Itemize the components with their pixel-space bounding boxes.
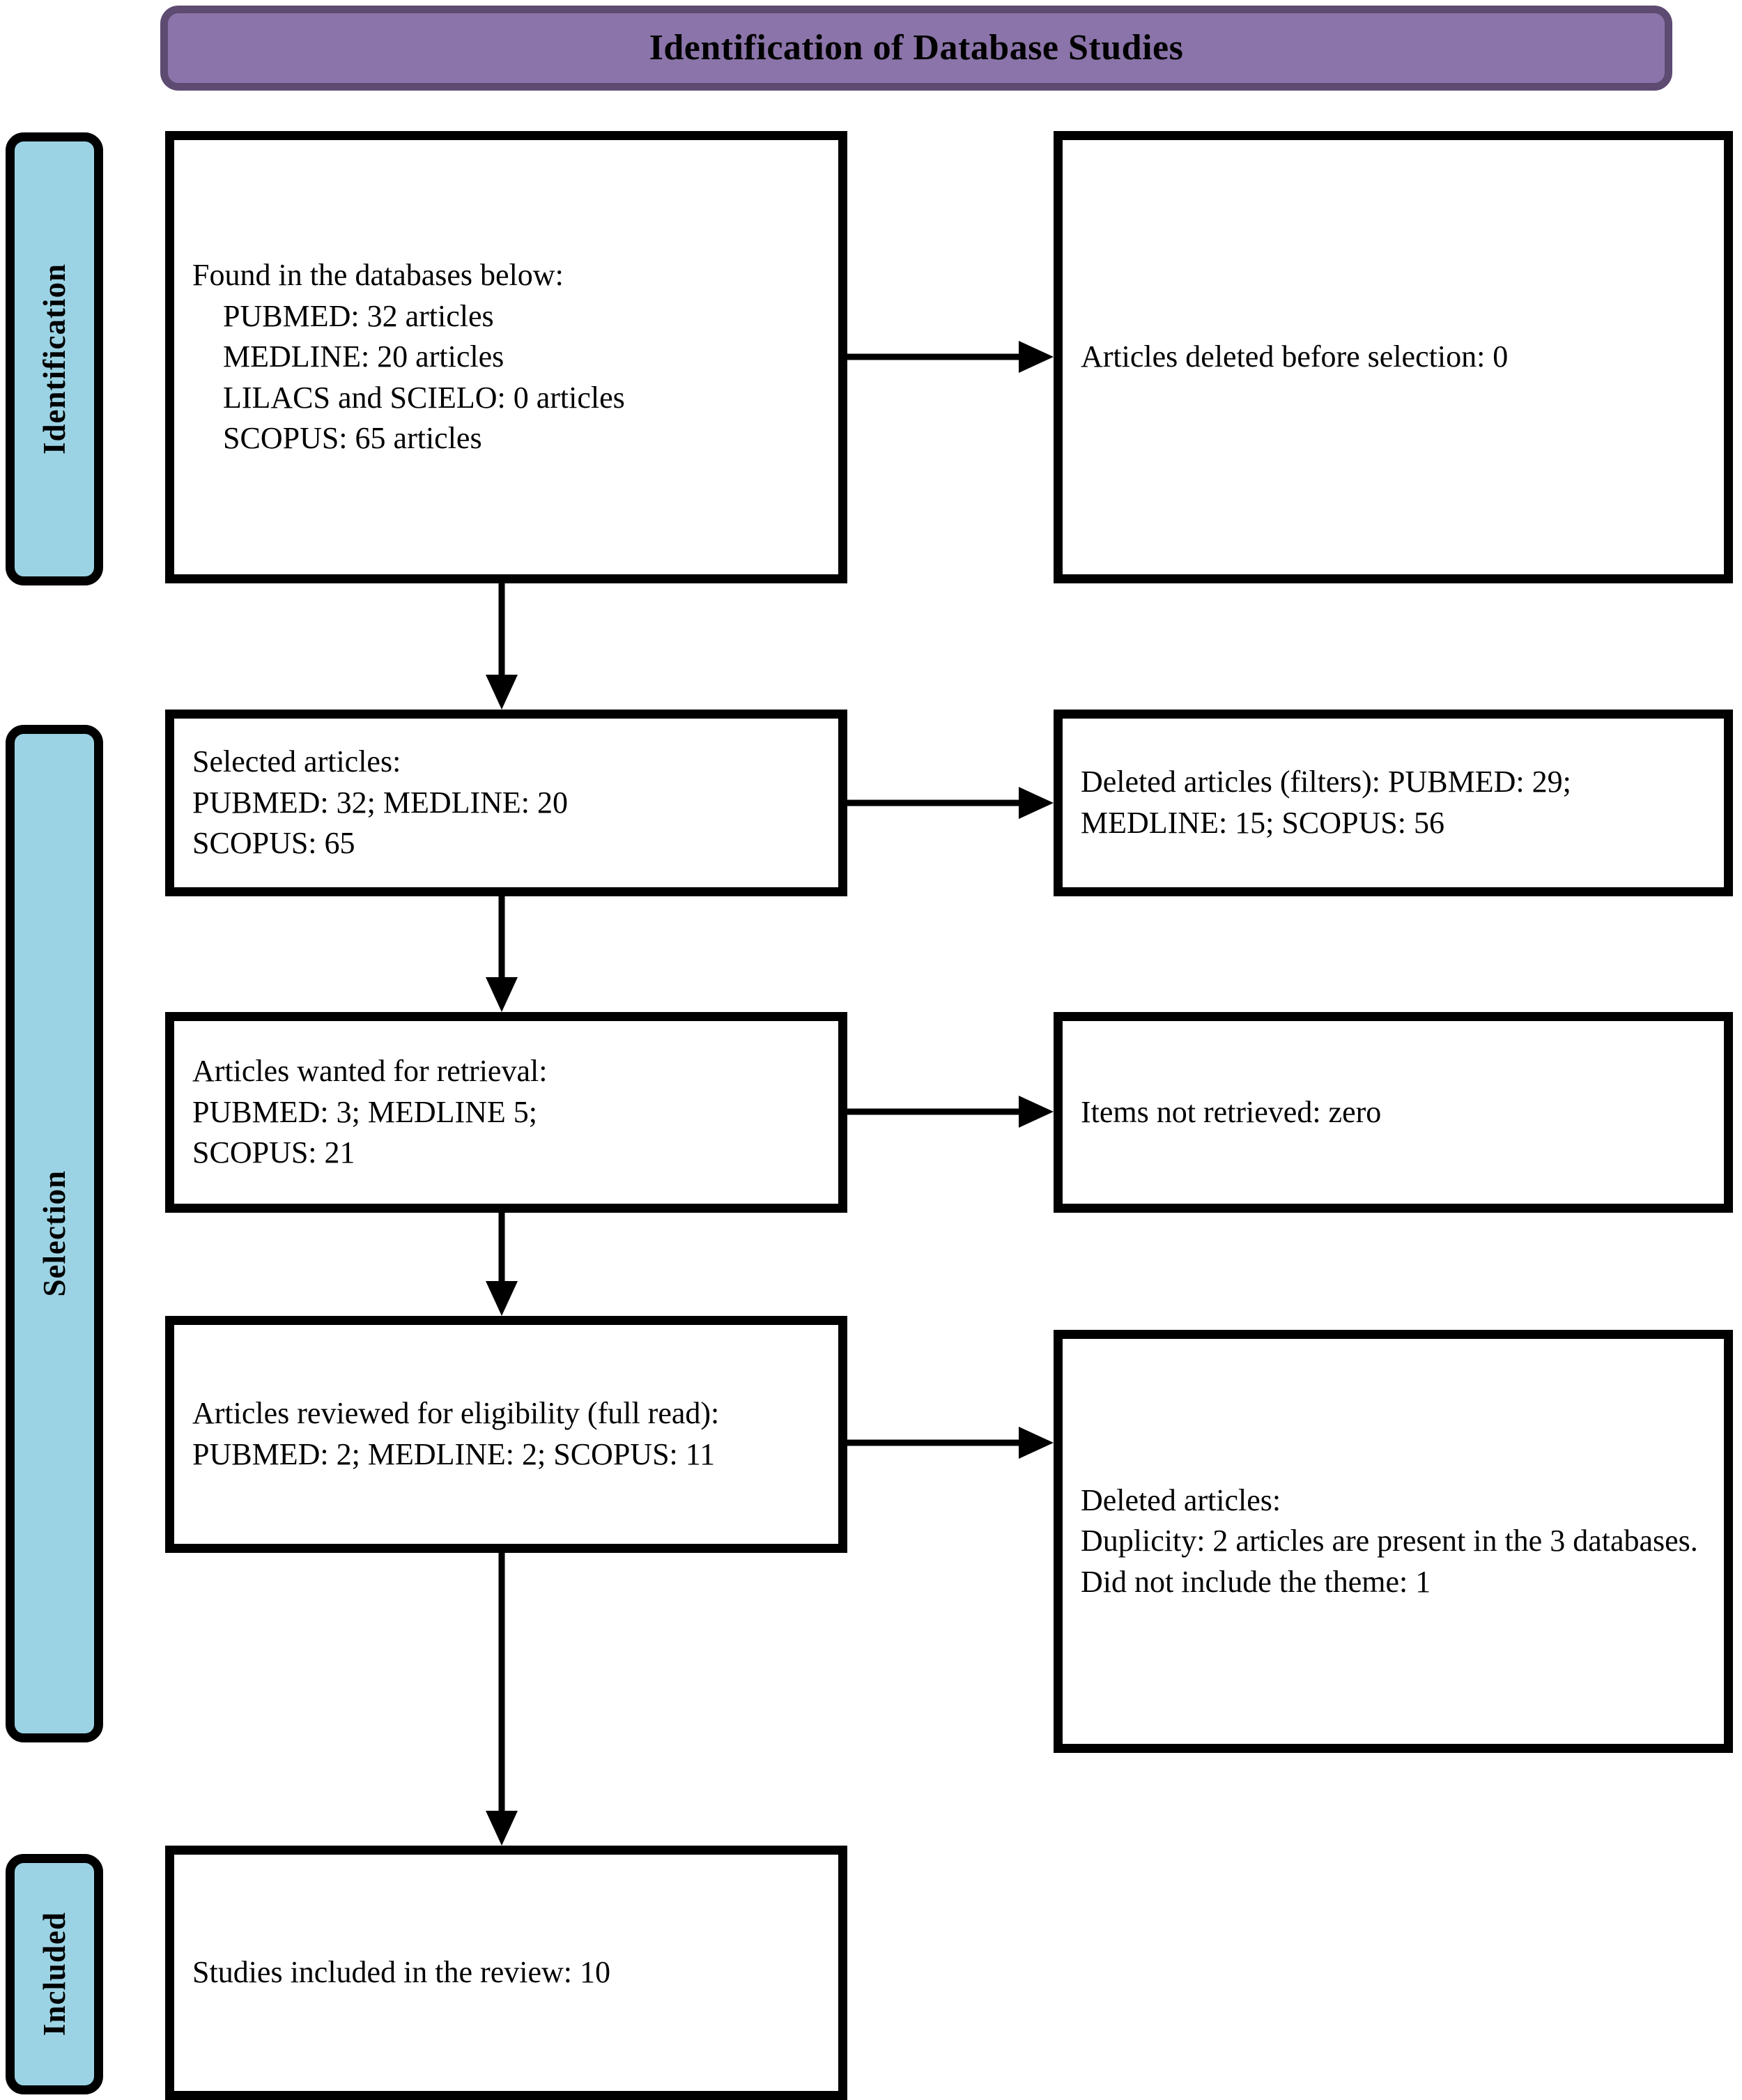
page-title: Identification of Database Studies [649,28,1184,68]
node-items-not-retrieved: Items not retrieved: zero [1054,1012,1733,1213]
arrow-eligibility-to-included [481,1553,523,1848]
diagram-header-banner: Identification of Database Studies [160,6,1672,91]
stage-tab-selection: Selection [6,725,103,1742]
node-selected-articles-text: Selected articles: PUBMED: 32; MEDLINE: … [192,744,568,861]
node-found-in-databases-text: Found in the databases below: PUBMED: 32… [192,258,625,456]
node-studies-included-in-review-text: Studies included in the review: 10 [192,1955,610,1990]
arrow-selected-to-deleted-filters [847,782,1056,824]
arrow-found-to-deleted-before [847,336,1056,378]
node-deleted-articles-filters-text: Deleted articles (filters): PUBMED: 29; … [1081,765,1571,840]
node-articles-reviewed-for-eligibility: Articles reviewed for eligibility (full … [165,1316,847,1553]
stage-tab-included-label: Included [37,1912,72,2037]
node-found-in-databases: Found in the databases below: PUBMED: 32… [165,131,847,583]
node-deleted-articles-final-text: Deleted articles: Duplicity: 2 articles … [1081,1482,1698,1599]
stage-tab-included: Included [6,1854,103,2094]
stage-tab-identification: Identification [6,132,103,585]
node-selected-articles: Selected articles: PUBMED: 32; MEDLINE: … [165,710,847,896]
arrow-retrieval-to-not-retrieved [847,1091,1056,1133]
node-articles-deleted-before-selection-text: Articles deleted before selection: 0 [1081,339,1509,374]
node-deleted-articles-final: Deleted articles: Duplicity: 2 articles … [1054,1330,1733,1753]
stage-tab-identification-label: Identification [37,263,72,454]
node-articles-wanted-for-retrieval-text: Articles wanted for retrieval: PUBMED: 3… [192,1054,548,1170]
arrow-retrieval-to-eligibility [481,1213,523,1319]
node-studies-included-in-review: Studies included in the review: 10 [165,1846,847,2100]
node-articles-deleted-before-selection: Articles deleted before selection: 0 [1054,131,1733,583]
arrow-found-to-selected [481,583,523,712]
arrow-eligibility-to-deleted-final [847,1422,1056,1464]
node-articles-reviewed-for-eligibility-text: Articles reviewed for eligibility (full … [192,1396,720,1471]
node-items-not-retrieved-text: Items not retrieved: zero [1081,1094,1382,1129]
node-articles-wanted-for-retrieval: Articles wanted for retrieval: PUBMED: 3… [165,1012,847,1213]
arrow-selected-to-retrieval [481,896,523,1015]
stage-tab-selection-label: Selection [37,1170,72,1297]
node-deleted-articles-filters: Deleted articles (filters): PUBMED: 29; … [1054,710,1733,896]
